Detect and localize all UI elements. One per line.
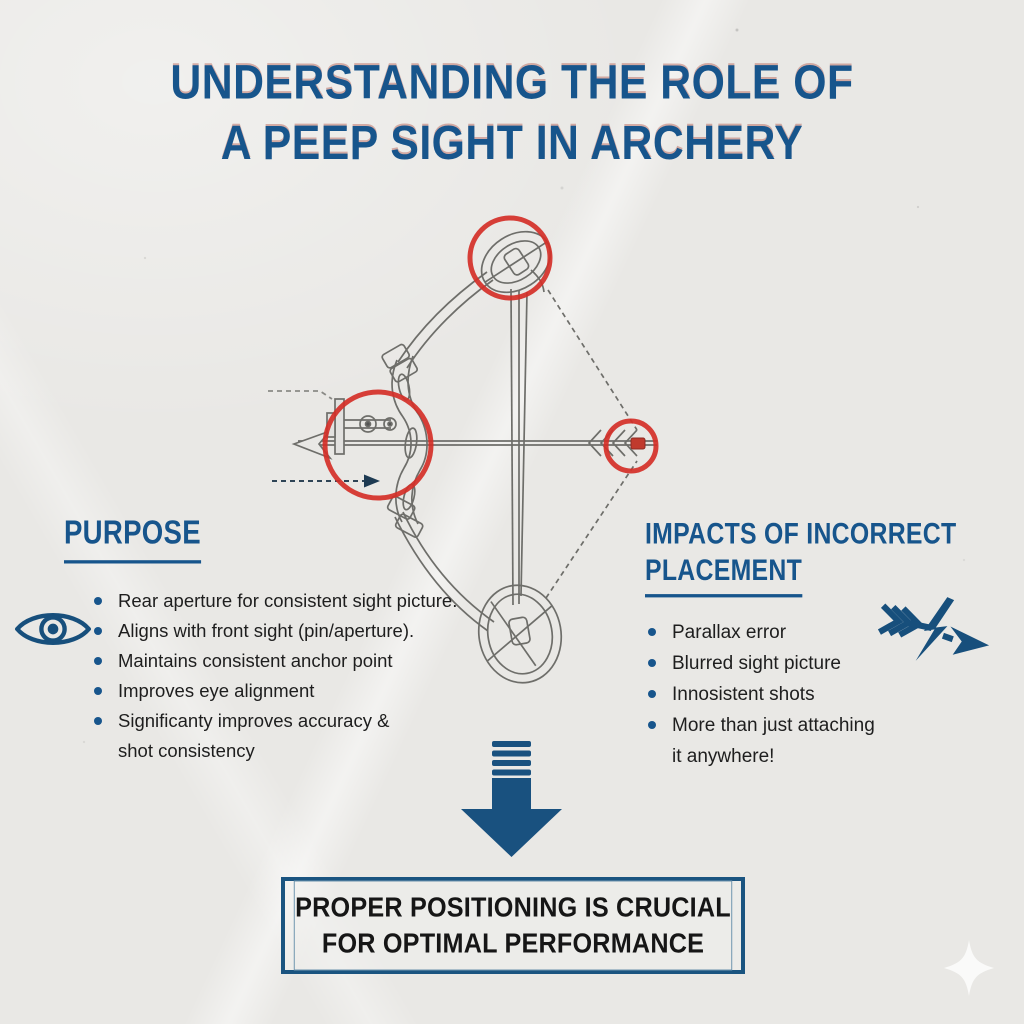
footer-line-1: PROPER POSITIONING IS CRUCIAL [295,891,731,924]
impacts-list: Parallax error Blurred sight picture Inn… [646,617,946,772]
purpose-heading-text: PURPOSE [64,514,201,564]
purpose-item: Maintains consistent anchor point [92,646,492,676]
impacts-item: More than just attaching it anywhere! [646,710,946,772]
purpose-item: Significanty improves accuracy & shot co… [92,706,492,766]
title-line-2: A PEEP SIGHT IN ARCHERY [220,114,804,170]
impacts-section-heading: IMPACTS OF INCORRECT PLACEMENT [645,516,957,598]
highlight-top-cam [467,215,553,301]
impacts-item: Parallax error [646,617,946,648]
sparkle-icon [944,940,994,996]
impacts-heading-line-2: PLACEMENT [645,552,803,598]
pointer-lines [268,390,380,488]
purpose-item: Improves eye alignment [92,676,492,706]
purpose-list: Rear aperture for consistent sight pictu… [92,586,492,766]
eye-icon [15,613,91,645]
purpose-item: Aligns with front sight (pin/aperture). [92,616,492,646]
impacts-heading-line-1: IMPACTS OF INCORRECT [645,517,957,551]
arrow-nock-red [630,437,646,450]
broken-arrow-lightning-icon [877,597,990,661]
highlight-riser-sight [322,389,434,501]
title-line-1: UNDERSTANDING THE ROLE OF [170,54,854,110]
footer-line-2: FOR OPTIMAL PERFORMANCE [321,926,705,959]
page-title: UNDERSTANDING THE ROLE OF A PEEP SIGHT I… [26,52,999,173]
highlight-nock-point [603,418,659,474]
footer-callout-text: PROPER POSITIONING IS CRUCIAL FOR OPTIMA… [293,880,733,971]
impacts-item: Blurred sight picture [646,648,946,679]
footer-callout-box: PROPER POSITIONING IS CRUCIAL FOR OPTIMA… [281,877,745,974]
highlight-circles [322,215,659,501]
purpose-section-heading: PURPOSE [64,514,201,564]
impacts-item: Innosistent shots [646,679,946,710]
purpose-item: Rear aperture for consistent sight pictu… [92,586,492,616]
